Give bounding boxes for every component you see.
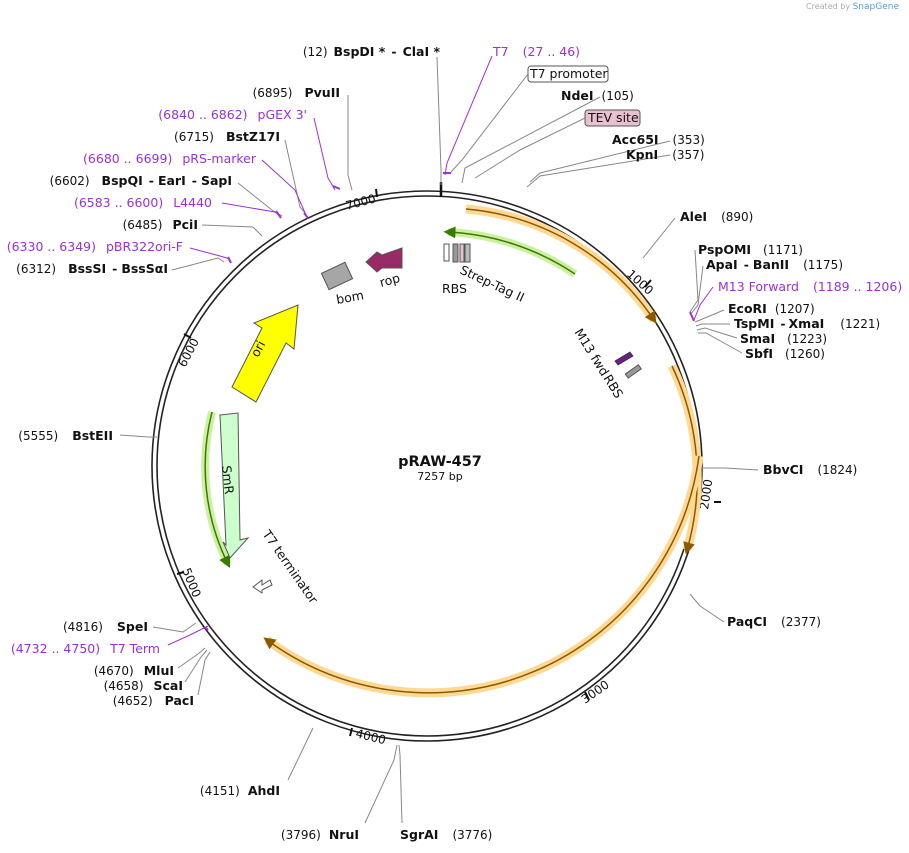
tev-site-feature: TEV site	[474, 109, 641, 179]
rop-label: rop	[378, 270, 402, 290]
tick-7000: 7000	[344, 191, 377, 212]
tick-3000: 3000	[579, 677, 612, 706]
site-apai-banii: ApaI-BanII(1175)	[706, 257, 843, 272]
primer-pgex-3: (6840 .. 6862)pGEX 3'	[158, 107, 307, 122]
site-smai: SmaI(1223)	[740, 331, 827, 346]
smr-arrow	[219, 412, 250, 559]
site-spei: (4816)SpeI	[63, 619, 148, 634]
site-tspmi-xmai: TspMI-XmaI(1221)	[734, 316, 880, 331]
rbs-right-label: RBS	[600, 372, 626, 401]
t7-promoter-label: T7 promoter	[529, 66, 608, 81]
feature-arrows	[219, 243, 642, 594]
site-bspqi: (6602)BspQI-EarI-SapI	[50, 173, 232, 188]
bom-label: bom	[335, 287, 365, 307]
site-sbfi: SbfI(1260)	[745, 346, 825, 361]
green-arcs	[201, 226, 578, 569]
primer-l4440: (6583 .. 6600)L4440	[74, 195, 212, 210]
site-alei: AleI(890)	[680, 209, 753, 224]
site-bspdi-clai: (12)BspDI *-ClaI *	[303, 44, 441, 59]
primer-pbr322ori-f: (6330 .. 6349)pBR322ori-F	[7, 239, 183, 254]
site-ahdi: (4151)AhdI	[200, 783, 280, 798]
strep-box-3	[464, 243, 471, 263]
primer-t7-term: (4732 .. 4750)T7 Term	[11, 641, 160, 656]
strep-box-1	[452, 243, 459, 263]
rbs-right-box	[624, 364, 642, 379]
site-acc65i: Acc65I(353)	[612, 132, 705, 147]
tev-site-label: TEV site	[587, 110, 639, 125]
t7-promoter-feature: T7 promoter	[450, 65, 609, 173]
tick-4000: 4000	[354, 726, 387, 747]
site-bbvci: BbvCI(1824)	[763, 462, 857, 477]
rbs-top-label: RBS	[442, 281, 467, 296]
credit-brand: SnapGene	[852, 2, 899, 12]
site-paci: (4652)PacI	[113, 693, 194, 708]
rbs-top-box	[443, 243, 450, 262]
site-mlui: (4670)MluI	[94, 663, 174, 678]
site-paqci: PaqCI(2377)	[727, 614, 821, 629]
site-ndei: NdeI(105)	[561, 88, 634, 103]
strep-tag-label: Strep-Tag II	[458, 262, 527, 305]
primer-labels: T7(27 .. 46) M13 Forward(1189 .. 1206) (…	[7, 44, 903, 656]
ori-arrow	[231, 304, 299, 403]
plasmid-name: pRAW-457	[398, 454, 482, 470]
m13-fwd-arrow	[614, 351, 634, 366]
strep-box-2	[459, 243, 465, 263]
site-pvuii: (6895)PvuII	[253, 85, 340, 100]
restriction-site-labels: (12)BspDI *-ClaI * NdeI(105) Acc65I(353)…	[16, 44, 880, 842]
site-sgrai: SgrAI(3776)	[400, 827, 492, 842]
snapgene-credit: Created by SnapGene	[806, 2, 899, 12]
smr-label: SmR	[219, 465, 237, 496]
site-scai: (4658)ScaI	[104, 678, 183, 693]
bom-box	[320, 261, 354, 291]
ori-label: ori	[247, 338, 268, 359]
site-bsssi: (6312)BssSI-BssSαI	[16, 261, 168, 276]
credit-prefix: Created by	[806, 2, 851, 11]
leader-lines	[119, 55, 759, 824]
t7-terminator-arrow	[252, 578, 273, 594]
site-pcii: (6485)PciI	[123, 217, 198, 232]
primer-prs-marker: (6680 .. 6699)pRS-marker	[83, 151, 257, 166]
tick-6000: 6000	[175, 336, 202, 370]
rop-arrow	[365, 247, 403, 273]
primer-t7: T7(27 .. 46)	[492, 44, 580, 59]
site-ecori: EcoRI(1207)	[728, 301, 815, 316]
site-pspomi: PspOMI(1171)	[698, 242, 803, 257]
plasmid-size: 7257 bp	[417, 470, 462, 483]
orf-arc-bottom	[264, 455, 704, 698]
primer-m13-forward: M13 Forward(1189 .. 1206)	[718, 279, 902, 294]
site-nrui: (3796)NruI	[281, 827, 359, 842]
t7-terminator-label: T7 terminator	[259, 526, 322, 607]
site-kpni: KpnI(357)	[626, 147, 704, 162]
m13-fwd-label: M13 fwd	[571, 326, 612, 379]
site-bstz17i: (6715)BstZ17I	[174, 129, 280, 144]
site-bsteii: (5555)BstEII	[18, 428, 113, 443]
orf-arcs	[263, 204, 704, 698]
tick-2000: 2000	[697, 478, 715, 510]
